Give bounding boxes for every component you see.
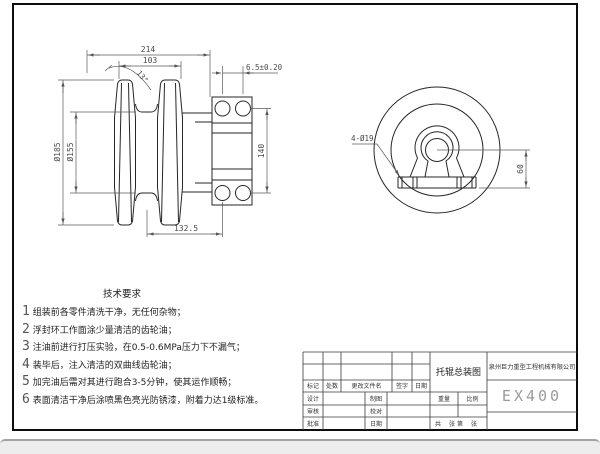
- technical-requirements: 技术要求 1 组装前各零件清洗干净，无任何杂物； 2 浮封环工作面涂少量清洁的齿…: [22, 286, 314, 410]
- title-block-grid: [302, 351, 577, 430]
- weight-label: 重量: [438, 395, 450, 403]
- bolt-hole: [235, 100, 251, 117]
- check-label: 审核: [307, 408, 319, 416]
- sheet-border: [12, 3, 578, 431]
- bracket-plate: [211, 96, 253, 206]
- dim-width-inner: 103: [143, 56, 158, 65]
- proof-label: 校对: [370, 408, 382, 416]
- right-flange-outline: [157, 79, 183, 226]
- col-date-label: 日期: [415, 382, 427, 390]
- tech-requirement-item-2: 2 浮封环工作面涂少量清洁的齿轮油；: [22, 321, 177, 337]
- side-view: [373, 86, 501, 214]
- tech-requirement-item-1: 1 组装前各零件清洗干净，无任何杂物；: [22, 304, 186, 319]
- tread-bottom: [135, 192, 158, 202]
- side-view-dimension-labels: 4-Ø19 60: [351, 134, 525, 174]
- dim-height: 60: [516, 164, 525, 174]
- dim-angle: 13°: [135, 69, 151, 85]
- left-flange-outline: [114, 79, 136, 226]
- side-view-dimensions: [352, 143, 530, 189]
- front-view: [114, 79, 253, 226]
- tech-requirement-item-3: 3 注油前进行打压实验，在0.5-0.6MPa压力下不漏气；: [22, 339, 245, 355]
- approve-label: 批准: [307, 420, 319, 428]
- holes-callout: 4-Ø19: [351, 134, 374, 143]
- model-number: EX400: [502, 387, 562, 405]
- bolt-hole: [214, 100, 231, 117]
- tread-top: [135, 103, 158, 113]
- bolt-hole: [235, 185, 251, 201]
- drawing-title: 托辊总装图: [436, 366, 481, 378]
- tech-requirement-item-5: 5 加完油后需对其进行跑合3-5分钟，使其运作顺畅；: [22, 374, 237, 390]
- bracket-arch-outer: [409, 125, 465, 178]
- sheet-unit1: 张: [449, 420, 455, 428]
- scale-label: 比例: [466, 395, 478, 403]
- col-change-doc-label: 更改文件名: [351, 382, 381, 390]
- company-name: 泉州巨力重型工程机械有限公司: [489, 363, 576, 371]
- sheet-unit2: 张: [471, 420, 477, 428]
- bolt-hole: [214, 185, 231, 201]
- tech-requirement-item-4: 4 装毕后，注入清洁的双曲线齿轮油；: [22, 356, 177, 372]
- date-label: 日期: [370, 420, 382, 428]
- dim-width-total: 214: [141, 45, 156, 54]
- tech-requirement-item-6: 6 表面清洁干净后涂喷黑色亮光防锈漆，附着力达1级标准。: [22, 391, 264, 407]
- title-block-text: 标记 处数 更改文件名 签字 日期 设计 制图 重量 比例 审核 校对 批准 日…: [307, 363, 575, 428]
- tech-requirements-title: 技术要求: [102, 289, 141, 300]
- dim-hole-span: 140: [257, 144, 266, 159]
- design-label: 设计: [307, 395, 319, 403]
- col-mark-label: 标记: [307, 382, 319, 390]
- sheet-no-label: 第: [457, 420, 463, 428]
- window-bottom-edge: [0, 439, 600, 454]
- sheet-total-label: 共: [435, 420, 441, 428]
- bracket-arch-inner: [420, 131, 454, 178]
- front-view-dimensions: [58, 50, 278, 237]
- col-sign-label: 签字: [396, 382, 408, 390]
- dim-dia-outer: Ø185: [52, 142, 62, 161]
- dim-offset: 132.5: [174, 224, 198, 233]
- dim-gap: 6.5±0.20: [246, 63, 283, 72]
- dim-dia-tread: Ø155: [65, 142, 75, 161]
- draft-label: 制图: [370, 395, 382, 403]
- col-count-label: 处数: [326, 382, 338, 390]
